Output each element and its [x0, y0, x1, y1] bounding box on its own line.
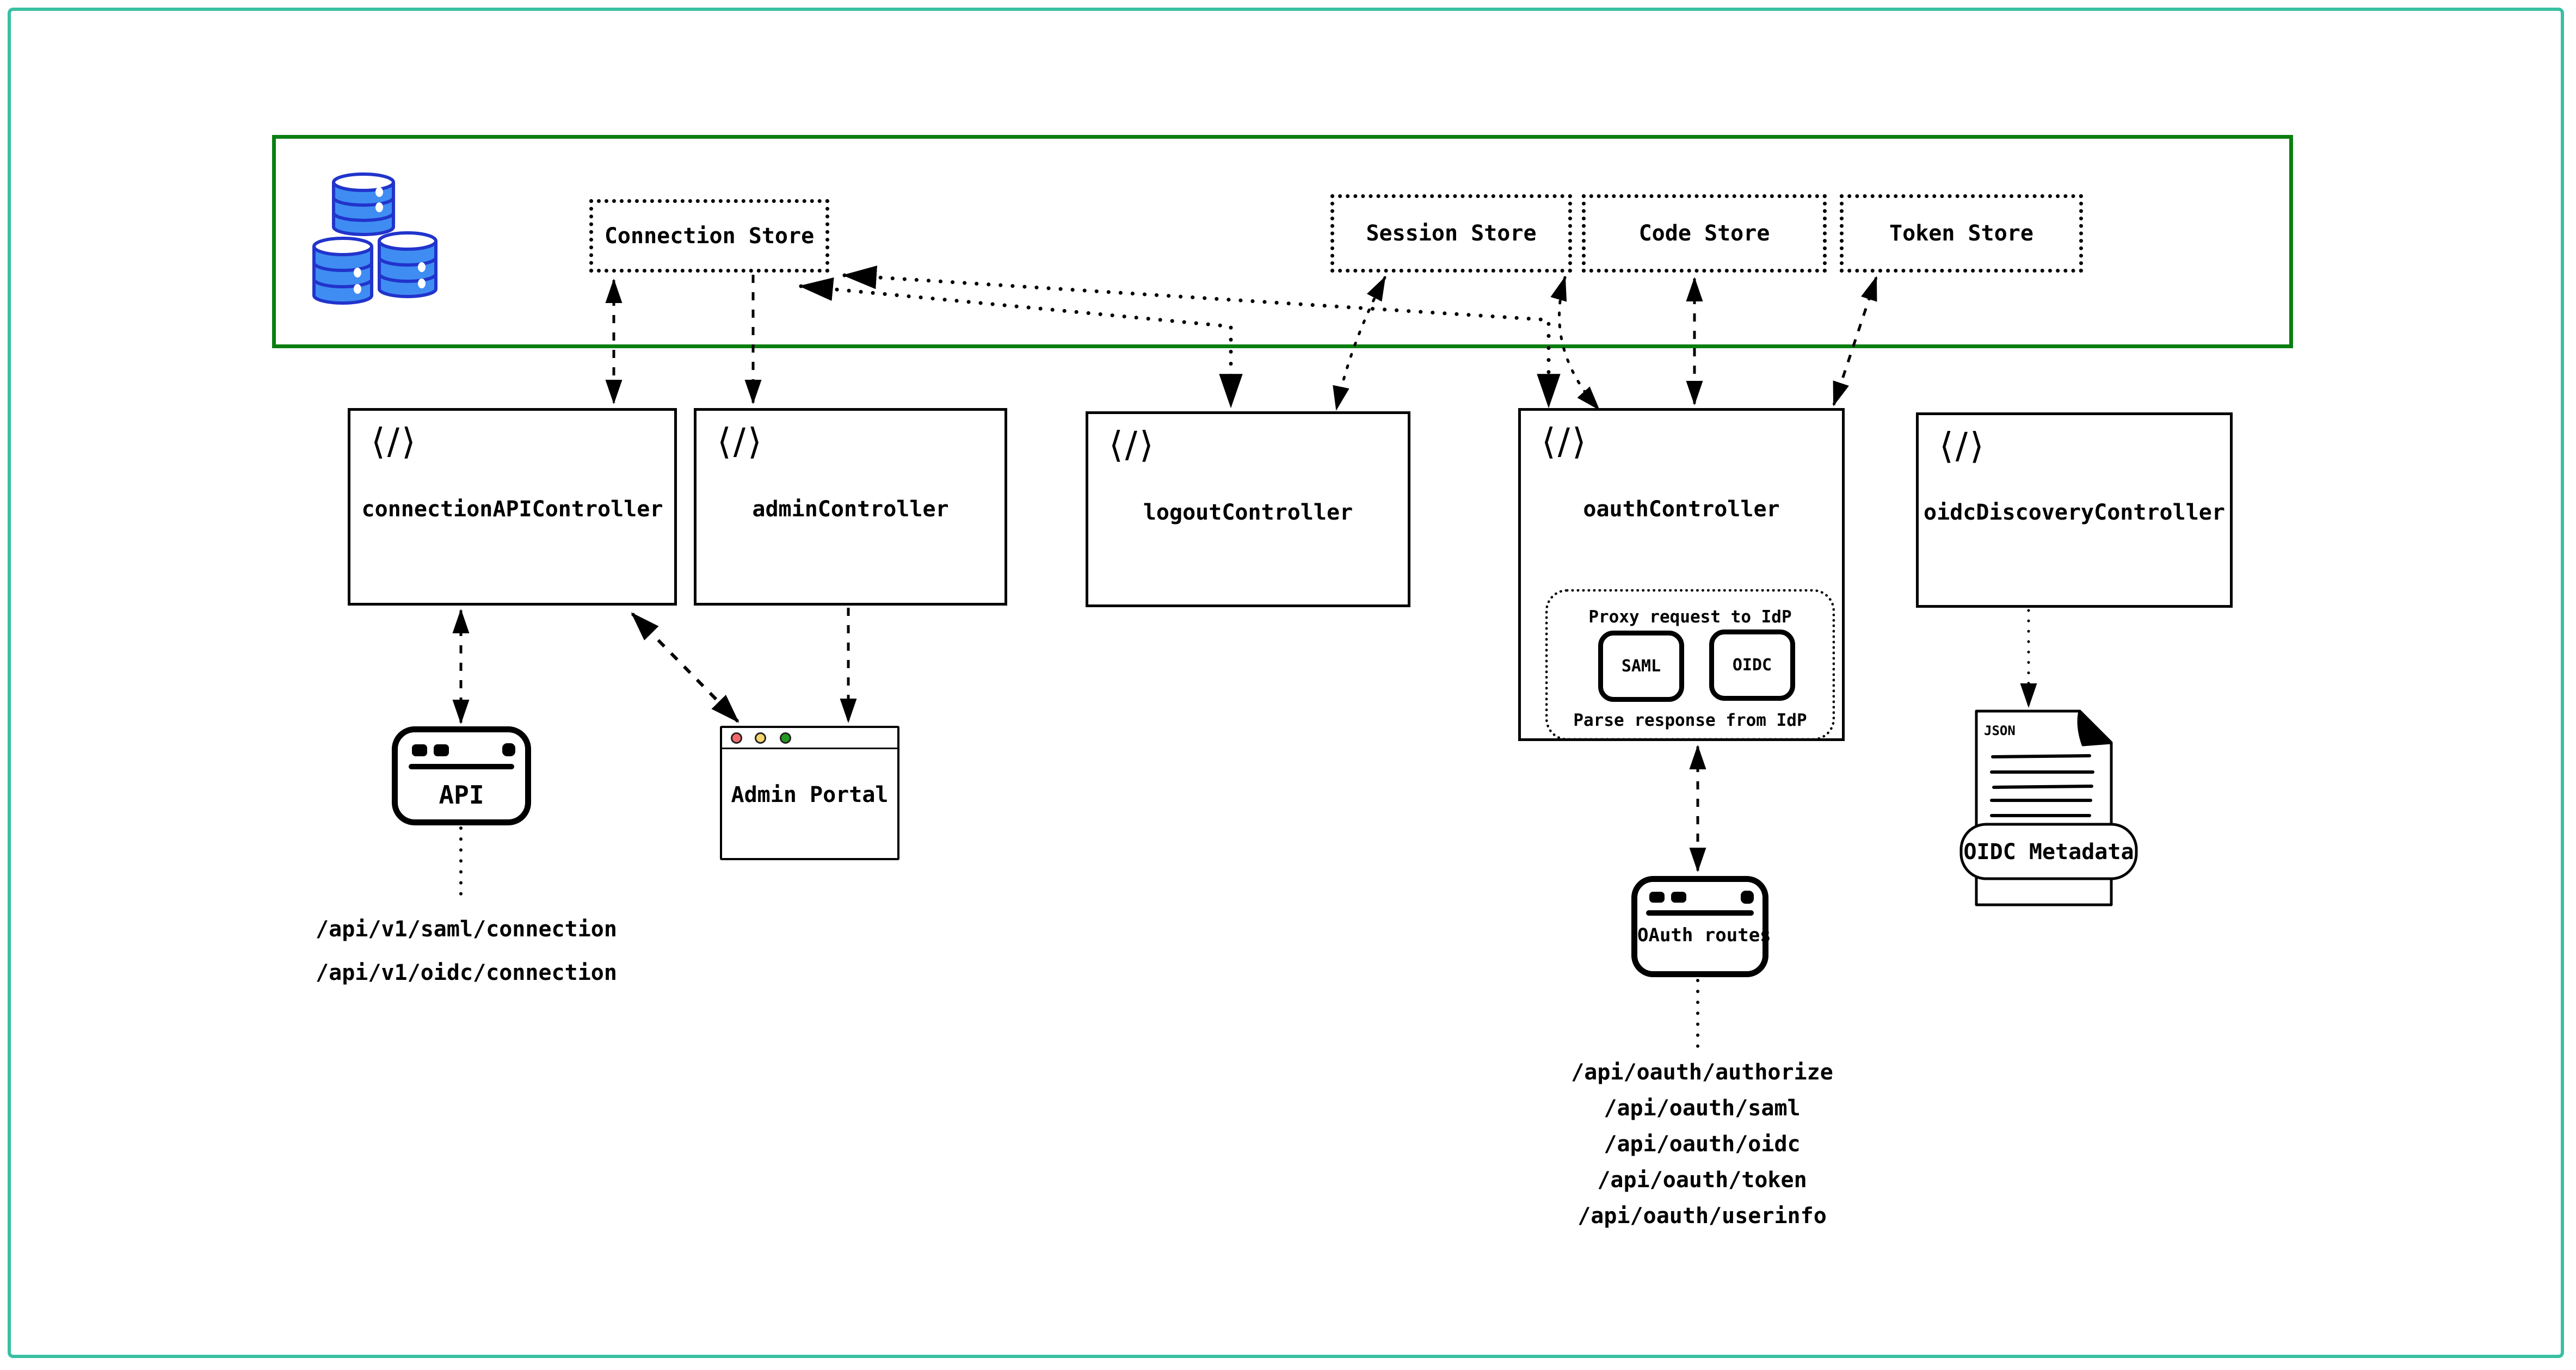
store-code: Code Store: [1582, 194, 1827, 273]
endpoint: /api/oauth/token: [1597, 1168, 1807, 1193]
controller-connection-api-label: connectionAPIController: [361, 497, 663, 522]
admin-portal-label: Admin Portal: [731, 782, 889, 807]
arrow-oauth-connection-store: [842, 266, 1561, 409]
saml-label: SAML: [1621, 657, 1661, 676]
controller-oauth-label: oauthController: [1583, 497, 1780, 522]
arrow-oauth-session-store: [1550, 276, 1600, 411]
code-icon: ⟨/⟩: [371, 421, 418, 462]
endpoint: /api/v1/oidc/connection: [316, 960, 617, 985]
controller-connection-api: ⟨/⟩ connectionAPIController: [348, 408, 677, 606]
idp-parse-label: Parse response from IdP: [1573, 711, 1807, 730]
controller-oauth: ⟨/⟩ oauthController Proxy request to IdP…: [1518, 408, 1845, 741]
code-icon: ⟨/⟩: [1939, 425, 1986, 467]
controller-logout: ⟨/⟩ logoutController: [1086, 411, 1410, 607]
saml-box: SAML: [1598, 631, 1684, 702]
arrow-token-store-oauth: [1832, 276, 1878, 406]
oidc-label: OIDC: [1732, 656, 1772, 675]
endpoint: /api/oauth/saml: [1604, 1096, 1801, 1121]
api-app-label: API: [439, 780, 484, 810]
close-icon: [731, 732, 742, 744]
arrow-connection-api-admin-portal: [631, 612, 739, 723]
controller-logout-label: logoutController: [1143, 500, 1353, 525]
oidc-box: OIDC: [1709, 630, 1795, 701]
code-icon: ⟨/⟩: [717, 421, 764, 462]
store-code-label: Code Store: [1638, 221, 1770, 246]
store-session-label: Session Store: [1366, 221, 1537, 246]
oauth-routes-icon: OAuth routes: [1631, 876, 1771, 977]
endpoint: /api/oauth/authorize: [1571, 1060, 1833, 1085]
code-icon: ⟨/⟩: [1542, 421, 1588, 462]
endpoint: /api/oauth/userinfo: [1577, 1204, 1827, 1229]
api-app-icon: API: [392, 726, 531, 825]
store-token: Token Store: [1840, 194, 2083, 273]
oauth-endpoints: /api/oauth/authorize /api/oauth/saml /ap…: [1539, 1054, 1865, 1234]
controller-admin-label: adminController: [752, 497, 949, 522]
connection-api-endpoints: /api/v1/saml/connection /api/v1/oidc/con…: [303, 908, 630, 995]
controller-admin: ⟨/⟩ adminController: [694, 408, 1007, 606]
endpoint: /api/v1/saml/connection: [316, 917, 617, 942]
store-connection: Connection Store: [589, 199, 829, 273]
admin-portal-titlebar: [722, 728, 897, 749]
maximize-icon: [780, 732, 791, 744]
arrow-logout-connection-store: [798, 277, 1243, 409]
controller-oidc-discovery-label: oidcDiscoveryController: [1924, 500, 2225, 525]
store-connection-label: Connection Store: [604, 223, 815, 249]
admin-portal-window: Admin Portal: [720, 726, 899, 860]
controller-oidc-discovery: ⟨/⟩ oidcDiscoveryController: [1916, 412, 2233, 608]
code-icon: ⟨/⟩: [1109, 424, 1156, 466]
arrow-logout-session-store: [1333, 276, 1386, 411]
minimize-icon: [755, 732, 766, 744]
endpoint: /api/oauth/oidc: [1604, 1132, 1801, 1157]
json-file-type-label: JSON: [1984, 723, 2016, 738]
idp-proxy-group: Proxy request to IdP SAML OIDC Parse res…: [1545, 589, 1835, 740]
oidc-metadata-label: OIDC Metadata: [1963, 840, 2134, 865]
json-document-icon: JSON OIDC Metadata: [1959, 709, 2138, 906]
store-token-label: Token Store: [1889, 221, 2033, 246]
idp-proxy-label: Proxy request to IdP: [1588, 607, 1792, 627]
oauth-routes-label: OAuth routes: [1637, 924, 1771, 946]
database-icon: [312, 172, 437, 305]
store-session: Session Store: [1330, 194, 1572, 273]
page-frame: [8, 8, 2564, 1358]
